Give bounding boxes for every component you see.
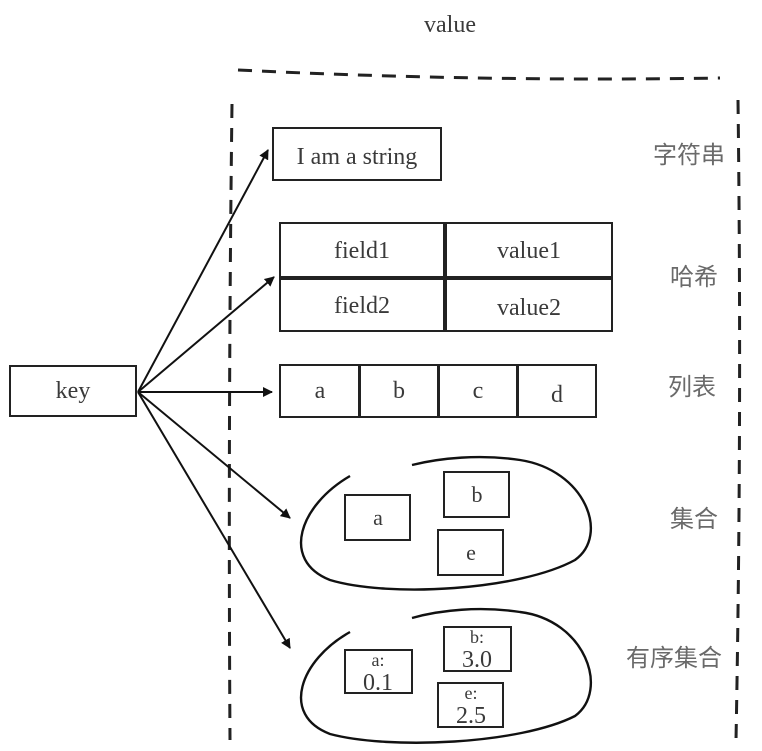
sorted-set-member: b:: [470, 627, 484, 647]
arrow-to-string: [137, 149, 269, 393]
hash-field: field1: [334, 238, 390, 264]
hash-value-cell: value2: [497, 295, 561, 321]
sorted-set-outline: [299, 607, 592, 744]
string-value-text: I am a string: [297, 144, 418, 170]
hash-value-cell: value1: [497, 238, 561, 264]
set-type-label: 集合: [670, 505, 718, 533]
sorted-set-score: 0.1: [363, 670, 393, 696]
value-title: value: [424, 12, 476, 38]
hash-field: field2: [334, 293, 390, 319]
sorted-set-member: e:: [465, 683, 478, 703]
key-label: key: [56, 378, 91, 404]
hash-value: field1 value1 field2 value2: [279, 222, 613, 332]
string-type-label: 字符串: [653, 141, 725, 169]
sorted-set-score: 3.0: [462, 647, 492, 673]
set-member: a: [373, 505, 383, 530]
key-arrows: [137, 149, 291, 649]
list-item: a: [315, 378, 326, 404]
sorted-set-value: a: 0.1 b: 3.0 e: 2.5: [299, 607, 592, 744]
list-value: a b c d: [279, 364, 597, 418]
value-region-left-border: [227, 103, 234, 741]
value-region-top-border: [237, 68, 721, 81]
list-item: d: [551, 382, 563, 408]
string-value: I am a string: [272, 127, 442, 181]
sorted-set-member: a:: [372, 650, 385, 670]
set-outline: [299, 455, 592, 591]
hash-type-label: 哈希: [670, 263, 718, 291]
list-item: c: [473, 378, 484, 404]
set-member: b: [472, 482, 483, 507]
list-item: b: [393, 378, 405, 404]
sorted-set-score: 2.5: [456, 703, 486, 729]
arrow-to-set: [137, 391, 291, 519]
value-region-right-border: [734, 99, 742, 741]
set-value: a b e: [299, 455, 592, 591]
set-member: e: [466, 540, 476, 565]
list-type-label: 列表: [668, 373, 716, 401]
arrow-to-sorted-set: [137, 391, 291, 649]
key-box: key: [9, 365, 137, 417]
arrow-to-hash: [137, 276, 275, 393]
sorted-set-type-label: 有序集合: [626, 644, 722, 672]
